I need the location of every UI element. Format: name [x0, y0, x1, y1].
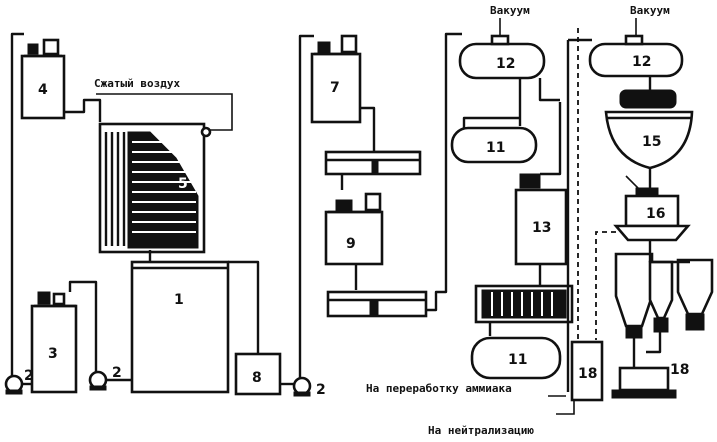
dryer-15: 15 [604, 89, 694, 170]
pipe-4-to-5 [64, 98, 102, 122]
pump-2-mid: 2 [88, 365, 122, 391]
filter-lower [326, 290, 428, 318]
column-5: 5 [98, 122, 212, 254]
pipe-12-drain [538, 78, 560, 102]
pipe-7-to-filter [360, 106, 420, 154]
label-13: 13 [532, 220, 551, 236]
arrow-to-neutralization [556, 400, 575, 415]
label-8: 8 [252, 370, 262, 386]
vessel-7: 7 [310, 34, 362, 124]
label-11a: 11 [486, 140, 505, 156]
label-12a: 12 [496, 56, 515, 72]
label-19: 18 [670, 362, 689, 378]
pipe-11-inlet [462, 116, 520, 128]
heat-exchanger [474, 284, 574, 324]
pipe-filter-to-12 [426, 32, 462, 312]
vacuum-right-label: Вакуум [630, 4, 670, 17]
cyclone-right [676, 258, 714, 331]
label-2a: 2 [24, 368, 34, 384]
label-7: 7 [330, 80, 340, 96]
to-neutralization-label: На нейтрализацию [428, 424, 534, 437]
pump-2-right: 2 [292, 376, 326, 398]
label-5: 5 [178, 176, 188, 192]
pipe-13-up [540, 102, 562, 176]
cyclone-mid [648, 260, 674, 333]
vessel-8: 8 [234, 352, 282, 396]
pipe-middle-riser [298, 34, 314, 384]
column-13: 13 [514, 173, 568, 266]
label-18: 18 [578, 366, 597, 382]
label-2b: 2 [112, 365, 122, 381]
label-11b: 11 [508, 352, 527, 368]
packer-18-right: 18 [611, 362, 689, 399]
pipe-16-dashed [595, 231, 616, 340]
pipe-pump2-to-3 [68, 280, 98, 372]
label-16: 16 [646, 206, 665, 222]
label-9: 9 [346, 236, 356, 252]
receiver-11-upper: 11 [450, 126, 538, 164]
unit-16: 16 [613, 187, 691, 242]
vessel-4: 4 [20, 38, 66, 120]
label-12b: 12 [632, 54, 651, 70]
label-2c: 2 [316, 382, 326, 398]
cyclone-left [614, 252, 654, 339]
label-4: 4 [38, 82, 48, 98]
pump-2-left: 2 [4, 368, 34, 395]
tank-1: 1 [130, 260, 230, 394]
pipe-left-riser [10, 32, 24, 385]
vessel-18-mid: 18 [570, 340, 604, 402]
vacuum-left-label: Вакуум [490, 4, 530, 17]
pipe-16-to-cyclones [648, 240, 690, 264]
label-15: 15 [642, 134, 661, 150]
compressed-air-label: Сжатый воздух [94, 77, 180, 90]
vessel-3: 3 [30, 291, 78, 394]
pipe-cyclone-mid-to-packer [646, 332, 662, 354]
pipe-compressed-air [96, 93, 233, 131]
label-1: 1 [174, 292, 184, 308]
to-processing-label: На переработку аммиака [366, 382, 512, 395]
receiver-11-lower: 11 [470, 336, 562, 380]
pipe-1-to-8 [228, 260, 260, 354]
receiver-12-right: 12 [588, 34, 684, 78]
receiver-12-left: 12 [458, 34, 546, 80]
filter-upper [324, 150, 422, 176]
label-3: 3 [48, 346, 58, 362]
vessel-9: 9 [324, 192, 384, 266]
